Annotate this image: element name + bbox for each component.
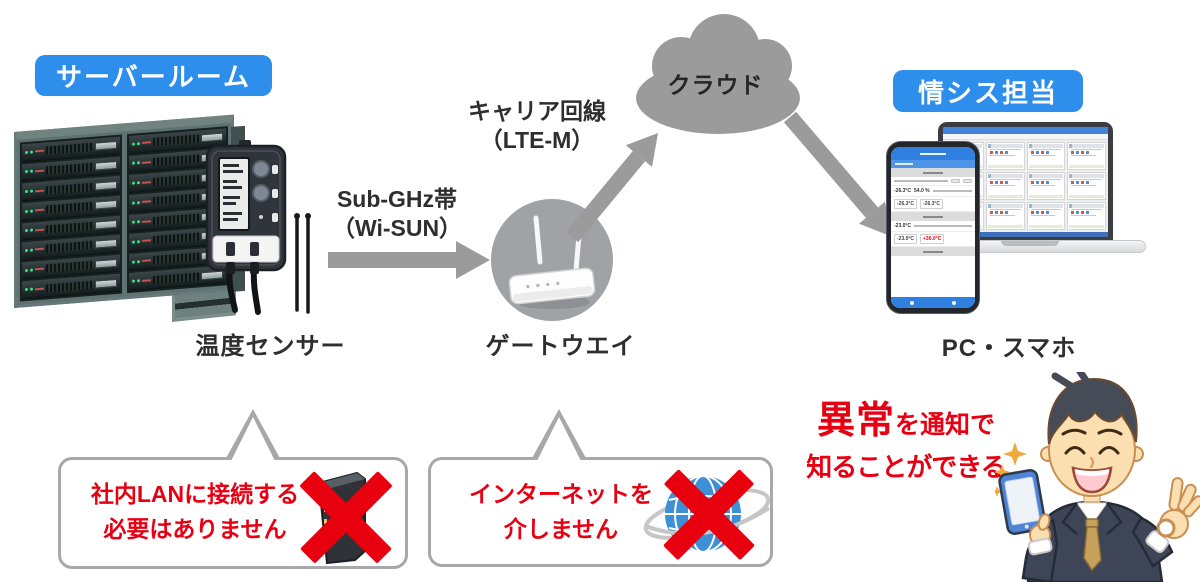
temperature-sensor-label: 温度センサー (195, 333, 346, 360)
gateway-label: ゲートウエイ (485, 333, 636, 360)
lan-callout-bubble: 社内LANに接続する 必要はありません (58, 409, 408, 569)
dashboard-card (1026, 172, 1066, 200)
dashboard-card (985, 172, 1025, 200)
dashboard-card (985, 202, 1025, 230)
internet-callout-bubble: インターネットを 介しません (428, 409, 773, 567)
app-section-header (891, 247, 975, 256)
alert-value: +36.0°C (920, 234, 945, 244)
bubble-pointer (536, 417, 582, 463)
app-section-header (891, 212, 975, 221)
pc-smartphone-label: PC・スマホ (941, 335, 1077, 362)
internet-callout-text: インターネットを 介しません (469, 481, 653, 542)
temp-reading: -23.0°C (894, 223, 912, 229)
lan-callout-text: 社内LANに接続する 必要はありません (90, 481, 300, 542)
red-cross-icon (300, 471, 392, 563)
cloud-icon (636, 14, 800, 134)
globe-crossed-icon (643, 469, 771, 560)
app-bottom-nav (891, 297, 975, 308)
dashboard-card (1067, 202, 1106, 230)
sensor-probe-antennas (294, 213, 311, 314)
alert-message: 異常を通知で 知ることができる (799, 389, 1013, 484)
dashboard-card (1067, 172, 1106, 200)
dashboard-toolbar (943, 134, 1108, 140)
server-room-badge-label: サーバールーム (56, 62, 251, 92)
humidity-reading: 54.0 % (914, 188, 930, 194)
app-titlebar (891, 147, 975, 160)
server-room-badge: サーバールーム (35, 55, 272, 96)
app-row (891, 177, 975, 186)
dashboard-footer (943, 232, 1108, 237)
red-cross-icon (663, 469, 755, 560)
smartphone-app-screen: -26.3°C 54.0 % -26.3°C -26.3°C -23.0°C -… (891, 147, 975, 308)
dashboard-card (1026, 142, 1066, 170)
temperature-sensor-icon (205, 140, 311, 315)
bubble-pointer (230, 417, 276, 463)
carrier-link-label: キャリア回線 （LTE-M） (468, 98, 606, 153)
smartphone-in-hand-icon (998, 468, 1047, 535)
alert-emphasis: 異常 (816, 400, 895, 442)
arrow-right-icon (328, 241, 490, 279)
temp-reading: -26.3°C (894, 188, 912, 194)
network-hub-crossed-icon (300, 471, 392, 565)
app-readings-row: -26.3°C 54.0 % (891, 186, 975, 197)
office-worker-icon (995, 372, 1200, 582)
app-threshold-row: -26.3°C -26.3°C (891, 197, 975, 212)
app-readings-row: -23.0°C (891, 221, 975, 232)
dashboard-card (1067, 142, 1106, 170)
threshold-value: -26.3°C (920, 199, 944, 209)
threshold-value: -23.0°C (894, 234, 918, 244)
it-staff-badge: 情シス担当 (893, 70, 1083, 112)
dashboard-card (985, 142, 1025, 170)
smartphone-icon: -26.3°C 54.0 % -26.3°C -26.3°C -23.0°C -… (886, 141, 980, 314)
dashboard-card (1026, 202, 1066, 230)
arrow-up-right-icon (565, 132, 659, 243)
laptop-hinge-notch (1001, 241, 1059, 246)
sparkle-icon (995, 442, 1027, 497)
server-rack-column (20, 134, 122, 302)
threshold-value: -26.3°C (894, 199, 918, 209)
app-alert-row: -23.0°C +36.0°C (891, 232, 975, 247)
laptop-base (956, 240, 1146, 253)
app-subheader (891, 160, 975, 168)
arrow-down-right-icon (783, 111, 893, 237)
app-section-header (891, 168, 975, 177)
dashboard-titlebar (943, 127, 1108, 134)
subghz-link-label: Sub-GHz帯 （Wi-SUN） (331, 186, 463, 241)
it-staff-badge-label: 情シス担当 (917, 77, 1058, 108)
ok-sign-hand (1156, 477, 1200, 539)
cloud-label: クラウド (667, 72, 764, 98)
